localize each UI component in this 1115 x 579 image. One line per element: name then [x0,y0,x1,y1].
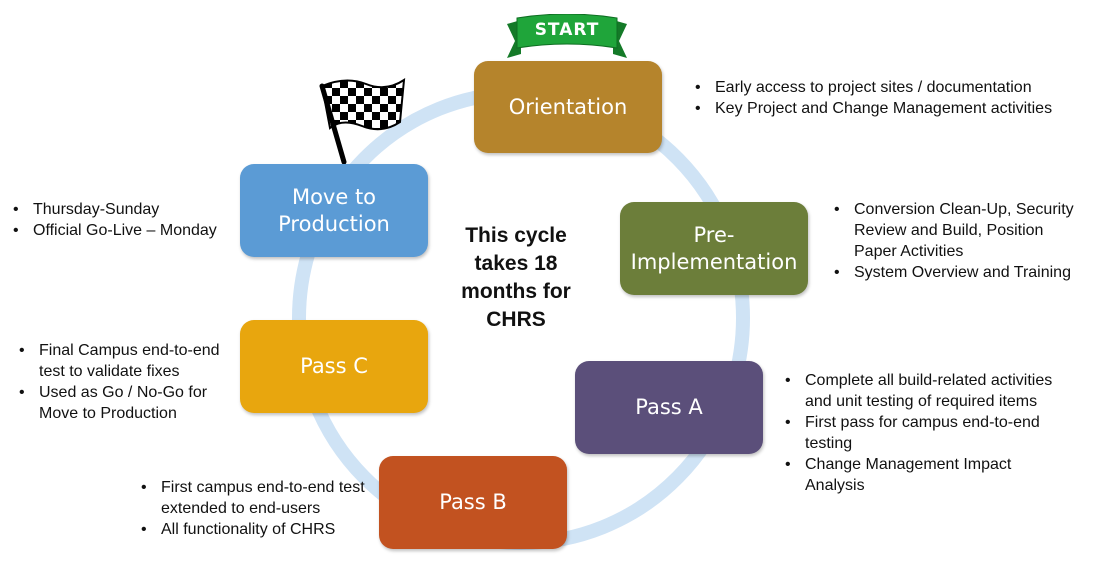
phase-pass-c: Pass C [240,320,428,413]
start-banner-icon [507,14,627,58]
cycle-duration-text: This cycle takes 18 months for CHRS [461,224,571,331]
move-to-production-notes: Thursday-Sunday Official Go-Live – Monda… [11,199,246,241]
note-item: Final Campus end-to-end test to validate… [17,340,237,382]
note-item: Complete all build-related activities an… [783,370,1073,412]
note-item: All functionality of CHRS [139,519,379,540]
phase-label: Move to Production [278,184,390,236]
phase-pass-b: Pass B [379,456,567,549]
note-item: Used as Go / No-Go for Move to Productio… [17,382,237,424]
phase-move-to-production: Move to Production [240,164,428,257]
phase-label: Pass B [439,490,507,514]
phase-orientation: Orientation [474,61,662,153]
note-item: Official Go-Live – Monday [11,220,246,241]
pass-a-notes: Complete all build-related activities an… [783,370,1073,496]
pre-implementation-notes: Conversion Clean-Up, Security Review and… [832,199,1077,283]
phase-label: Pass C [300,354,368,378]
phase-label: Pre- Implementation [630,222,798,274]
start-label: START [534,20,600,40]
pass-c-notes: Final Campus end-to-end test to validate… [17,340,237,424]
pass-b-notes: First campus end-to-end test extended to… [139,477,379,540]
note-item: First pass for campus end-to-end testing [783,412,1073,454]
orientation-notes: Early access to project sites / document… [693,77,1083,119]
note-item: Conversion Clean-Up, Security Review and… [832,199,1077,262]
note-item: Early access to project sites / document… [693,77,1083,98]
phase-pass-a: Pass A [575,361,763,454]
phase-pre-implementation: Pre- Implementation [620,202,808,295]
checkered-flag-icon [319,78,406,165]
phase-label: Pass A [635,395,703,419]
note-item: First campus end-to-end test extended to… [139,477,379,519]
phase-label: Orientation [508,94,628,119]
note-item: System Overview and Training [832,262,1077,283]
note-item: Thursday-Sunday [11,199,246,220]
note-item: Change Management Impact Analysis [783,454,1073,496]
note-item: Key Project and Change Management activi… [693,98,1083,119]
